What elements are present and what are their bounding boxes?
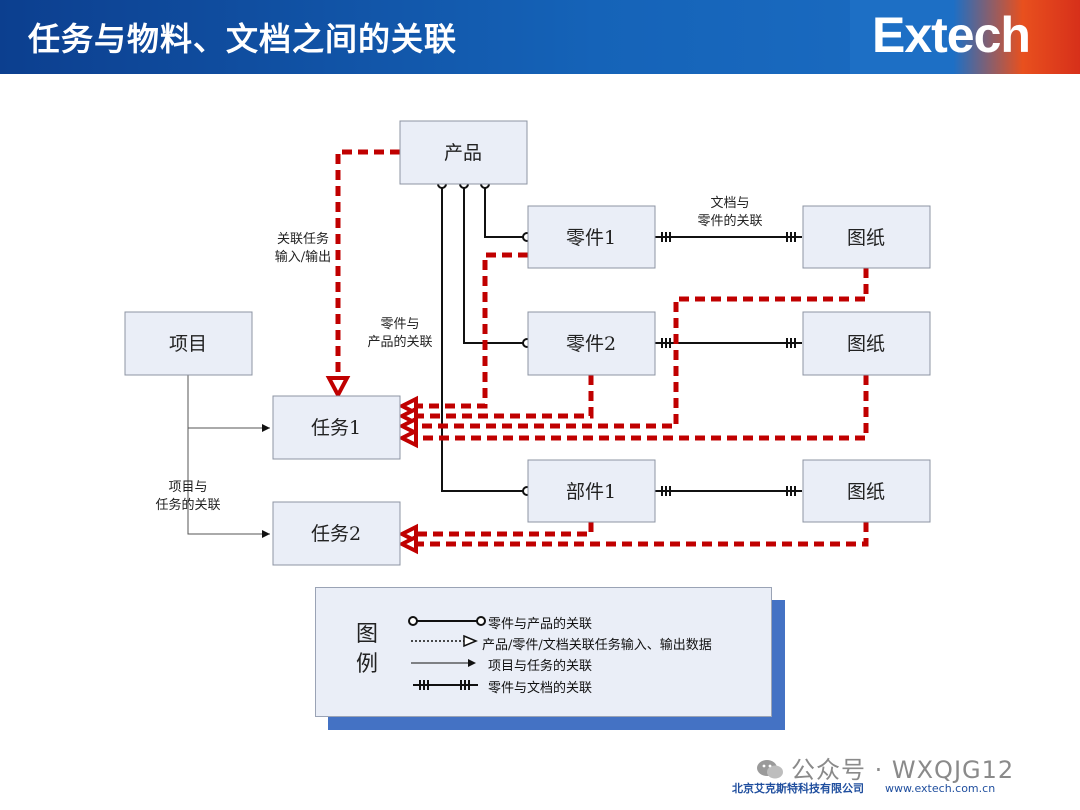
- drawing1-box: [802, 205, 931, 269]
- legend-item-3: 项目与任务的关联: [488, 659, 593, 674]
- legend-symbols: [408, 616, 486, 690]
- task-io-dashed-lines: [335, 149, 869, 547]
- task2-label: 任务2: [311, 523, 361, 545]
- task-io-label-1: 关联任务: [277, 231, 329, 247]
- logo-background: [850, 0, 1080, 74]
- part-product-label-2: 产品的关联: [367, 334, 432, 350]
- wechat-icon: [757, 760, 783, 779]
- drawing2-box: [802, 311, 931, 376]
- footer: 北京艾克斯特科技有限公司 www.extech.com.cn: [732, 780, 995, 796]
- footer-website: www.extech.com.cn: [885, 782, 996, 795]
- diagram-boxes: [124, 120, 931, 566]
- product-label: 产品: [444, 142, 482, 164]
- legend-title-top: 图: [356, 622, 379, 647]
- project-box: [124, 311, 253, 376]
- part2-box: [527, 311, 656, 376]
- component1-box: [527, 459, 656, 523]
- legend: 图 例 零件与产品的关联 产品/零件/文档关联任务输入、输出数据 项目与任务的关…: [315, 587, 772, 717]
- doc-part-label-1: 文档与: [710, 196, 749, 211]
- wechat-watermark: 公众号 · WXQJG12: [755, 750, 1014, 785]
- drawing3-label: 图纸: [847, 481, 885, 503]
- part-product-label-1: 零件与: [380, 317, 419, 332]
- company-logo: Extech: [872, 7, 1031, 63]
- drawing2-label: 图纸: [847, 333, 885, 355]
- legend-item-4: 零件与文档的关联: [488, 681, 593, 696]
- project-task-label-2: 任务的关联: [155, 497, 220, 513]
- part1-label: 零件1: [566, 227, 616, 249]
- doc-part-label-2: 零件的关联: [697, 213, 762, 229]
- drawing3-box: [802, 459, 931, 523]
- project-task-label-1: 项目与: [168, 480, 207, 495]
- part2-label: 零件2: [566, 333, 616, 355]
- product-box: [399, 120, 528, 185]
- task1-label: 任务1: [311, 417, 361, 439]
- page-title: 任务与物料、文档之间的关联: [28, 20, 458, 58]
- part-drawing-connectors: [655, 236, 802, 492]
- legend-item-2: 产品/零件/文档关联任务输入、输出数据: [482, 638, 712, 653]
- drawing1-label: 图纸: [847, 227, 885, 249]
- task1-box: [272, 395, 401, 460]
- footer-company: 北京艾克斯特科技有限公司: [732, 782, 864, 795]
- hash-marks: [661, 232, 796, 496]
- task2-box: [272, 501, 401, 566]
- legend-item-1: 零件与产品的关联: [488, 617, 593, 632]
- legend-title: 图 例: [356, 620, 386, 680]
- task-io-arrowheads: [325, 376, 418, 555]
- part1-box: [527, 205, 656, 269]
- part-product-connectors: [441, 184, 524, 492]
- project-label: 项目: [169, 333, 207, 355]
- project-task-connectors: [187, 375, 270, 538]
- task-io-label-2: 输入/输出: [275, 249, 331, 265]
- legend-title-bottom: 例: [356, 652, 379, 677]
- component1-label: 部件1: [566, 481, 616, 503]
- watermark-text: 公众号 · WXQJG12: [791, 756, 1015, 784]
- header-bar: 任务与物料、文档之间的关联 Extech: [0, 0, 1080, 74]
